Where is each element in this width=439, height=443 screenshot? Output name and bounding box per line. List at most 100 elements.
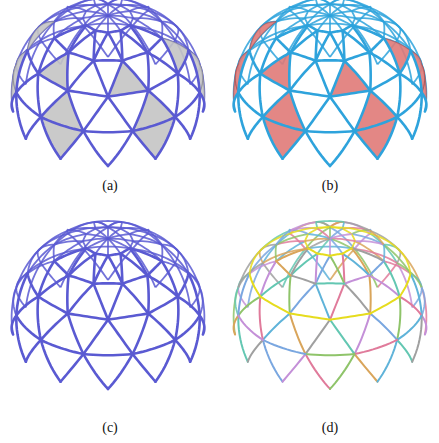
rod <box>122 275 147 283</box>
rod <box>95 4 108 6</box>
rod <box>343 248 352 253</box>
rod <box>148 91 175 117</box>
rod <box>234 287 239 334</box>
rod <box>260 52 290 73</box>
dome-structure <box>12 221 205 389</box>
rod <box>369 230 383 244</box>
rod <box>94 61 108 97</box>
rod <box>330 61 344 97</box>
subfigure-label: (c) <box>102 420 118 436</box>
rod <box>147 52 148 90</box>
panel <box>162 38 189 73</box>
rod <box>397 117 412 139</box>
rod <box>330 314 370 320</box>
rod <box>54 230 68 244</box>
rod <box>68 284 94 314</box>
rod <box>400 74 422 93</box>
rod <box>316 221 345 222</box>
rod <box>162 261 178 296</box>
rod <box>178 274 189 297</box>
rod <box>83 131 108 166</box>
rod <box>108 227 133 248</box>
rod <box>383 22 385 39</box>
rod <box>316 61 330 97</box>
rod <box>275 22 277 39</box>
rod <box>330 4 343 6</box>
rod <box>178 74 200 93</box>
panel <box>355 91 398 132</box>
rod <box>147 7 161 21</box>
rod <box>12 316 17 335</box>
rod <box>330 256 344 284</box>
rod <box>330 234 352 238</box>
rod <box>148 297 177 314</box>
rod <box>94 221 123 222</box>
rod <box>121 6 130 11</box>
rod <box>343 31 370 53</box>
dome-structure <box>234 0 427 166</box>
rod <box>344 284 370 314</box>
rod <box>16 316 41 340</box>
rod <box>108 314 148 320</box>
rod <box>121 248 130 253</box>
rod <box>122 52 147 60</box>
rod <box>69 0 94 7</box>
rod <box>108 256 122 284</box>
rod <box>275 245 277 262</box>
rod <box>108 239 130 249</box>
rod <box>397 297 400 340</box>
rod <box>107 16 109 33</box>
rod <box>61 354 84 382</box>
rod <box>344 52 369 60</box>
rod <box>122 284 148 314</box>
rod <box>54 7 68 21</box>
rod <box>41 340 84 354</box>
rod <box>68 314 108 320</box>
rod <box>317 4 330 6</box>
panel <box>330 61 370 97</box>
rod <box>248 340 263 362</box>
rod <box>384 261 400 296</box>
rod <box>83 320 108 354</box>
rod <box>290 91 306 132</box>
rod <box>330 4 355 25</box>
rod <box>69 52 94 60</box>
rod <box>178 51 189 74</box>
rod <box>238 297 260 316</box>
rod <box>330 239 343 254</box>
rod <box>54 38 68 52</box>
rod <box>161 22 163 39</box>
dome-structure <box>12 0 205 166</box>
rod <box>148 314 175 340</box>
rod <box>370 91 397 117</box>
rod <box>108 254 121 256</box>
rod <box>28 251 39 274</box>
rod <box>308 6 317 11</box>
rod <box>86 6 95 11</box>
rod <box>61 131 84 159</box>
rod <box>178 251 189 274</box>
rod <box>330 16 343 31</box>
rod <box>28 274 39 297</box>
rod <box>305 249 330 280</box>
rod <box>330 227 343 229</box>
rod <box>344 0 369 7</box>
rod <box>305 131 354 132</box>
rod <box>291 0 316 7</box>
rod <box>263 117 306 131</box>
rod <box>108 354 133 389</box>
rod <box>121 25 130 30</box>
rod <box>94 222 108 227</box>
rod <box>343 6 352 11</box>
rod <box>316 31 318 61</box>
rod <box>330 320 355 354</box>
rod <box>330 254 343 256</box>
rod <box>175 117 190 139</box>
rod <box>108 131 133 166</box>
rod <box>317 229 330 239</box>
rod <box>305 239 330 242</box>
rod <box>290 314 330 320</box>
panel <box>41 91 84 132</box>
rod <box>238 51 249 93</box>
rod <box>317 6 330 16</box>
